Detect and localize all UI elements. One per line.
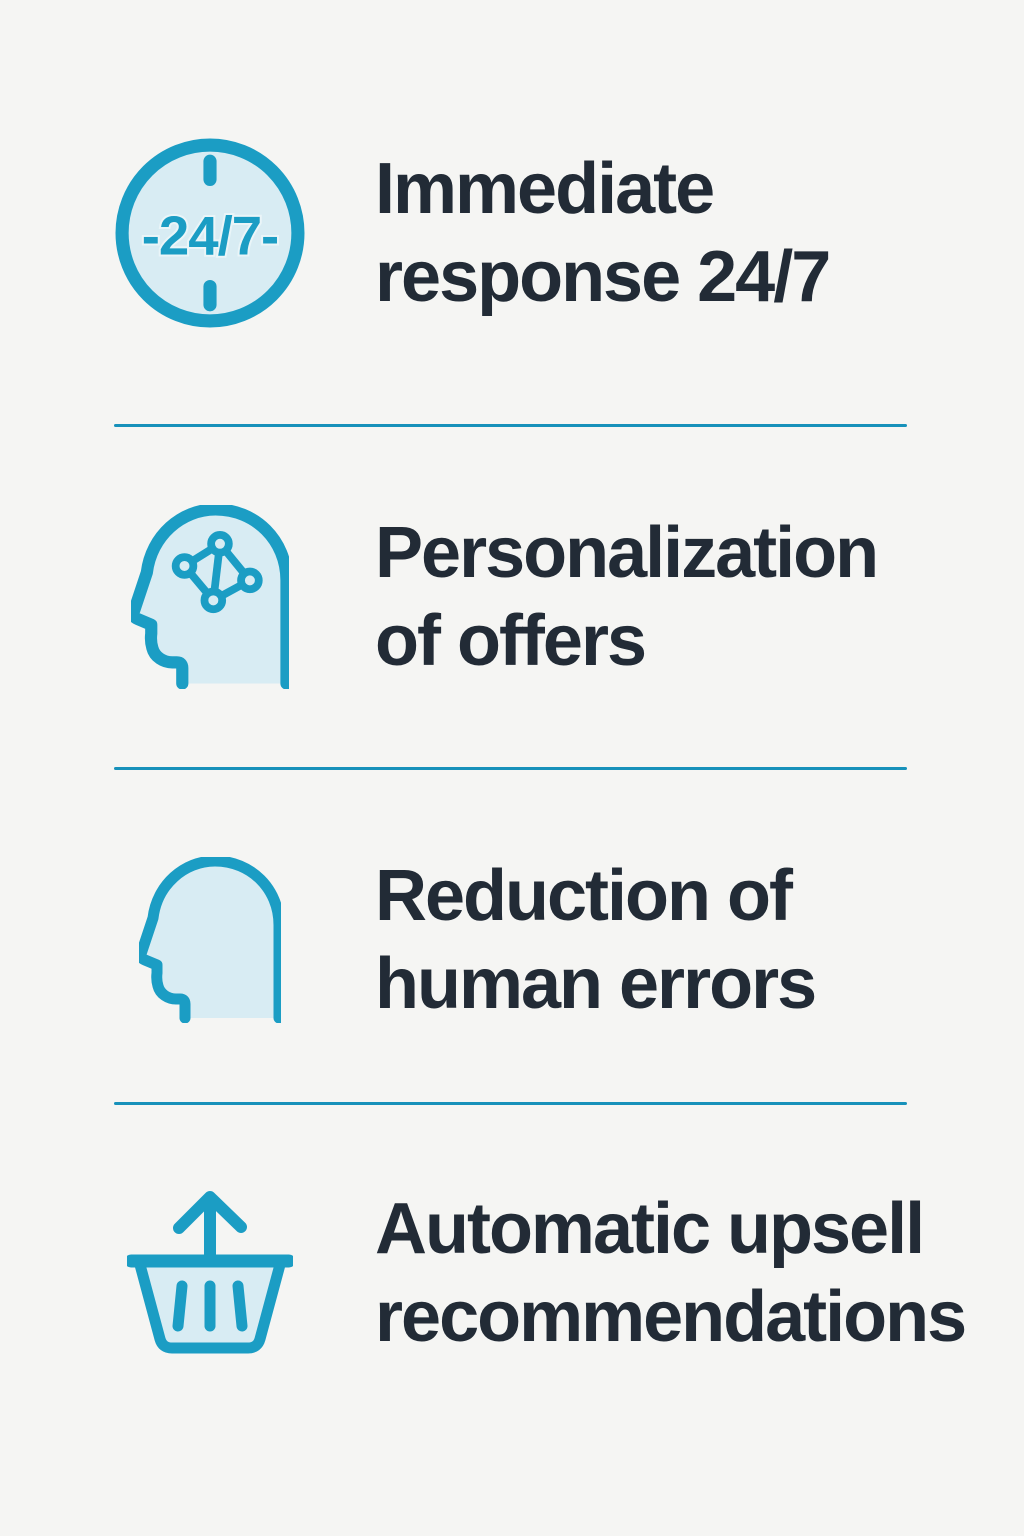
benefit-title-line: recommendations	[375, 1276, 967, 1357]
clock-label: -24/7-	[142, 206, 278, 267]
divider-line	[114, 424, 907, 427]
benefit-title-line: Automatic upsell	[375, 1188, 925, 1269]
basket-upsell-icon-svg	[127, 1190, 293, 1353]
benefit-title-line: Reduction of	[375, 856, 793, 936]
benefit-item-personalization: Personalization of offers	[0, 427, 1024, 767]
head-profile-icon-svg	[139, 857, 281, 1023]
clock-24-7-icon: -24/7-	[105, 138, 315, 328]
benefit-title-line: Personalization	[375, 513, 879, 593]
benefit-item-error-reduction: Reduction of human errors	[0, 770, 1024, 1102]
benefit-title: Personalization of offers	[375, 509, 879, 685]
head-profile-icon	[105, 857, 315, 1023]
benefit-title-line: human errors	[375, 944, 817, 1024]
head-network-icon	[105, 505, 315, 689]
benefit-item-upsell: Automatic upsell recommendations	[0, 1105, 1024, 1536]
divider-line	[114, 1102, 907, 1105]
neural-network-nodes	[171, 531, 263, 614]
benefit-title-line: response 24/7	[375, 237, 831, 317]
benefit-title: Automatic upsell recommendations	[375, 1185, 967, 1361]
benefit-title: Immediate response 24/7	[375, 145, 831, 321]
clock-24-7-icon-svg: -24/7-	[115, 138, 305, 328]
arrow-head	[173, 1190, 247, 1234]
divider-line	[114, 767, 907, 770]
basket-slats	[172, 1280, 248, 1331]
head-network-icon-svg	[131, 505, 289, 689]
benefit-title: Reduction of human errors	[375, 852, 817, 1028]
benefit-title-line: of offers	[375, 601, 647, 681]
benefit-item-immediate-response: -24/7- Immediate response 24/7	[0, 0, 1024, 424]
basket-upsell-icon	[105, 1190, 315, 1356]
benefit-title-line: Immediate	[375, 149, 715, 229]
